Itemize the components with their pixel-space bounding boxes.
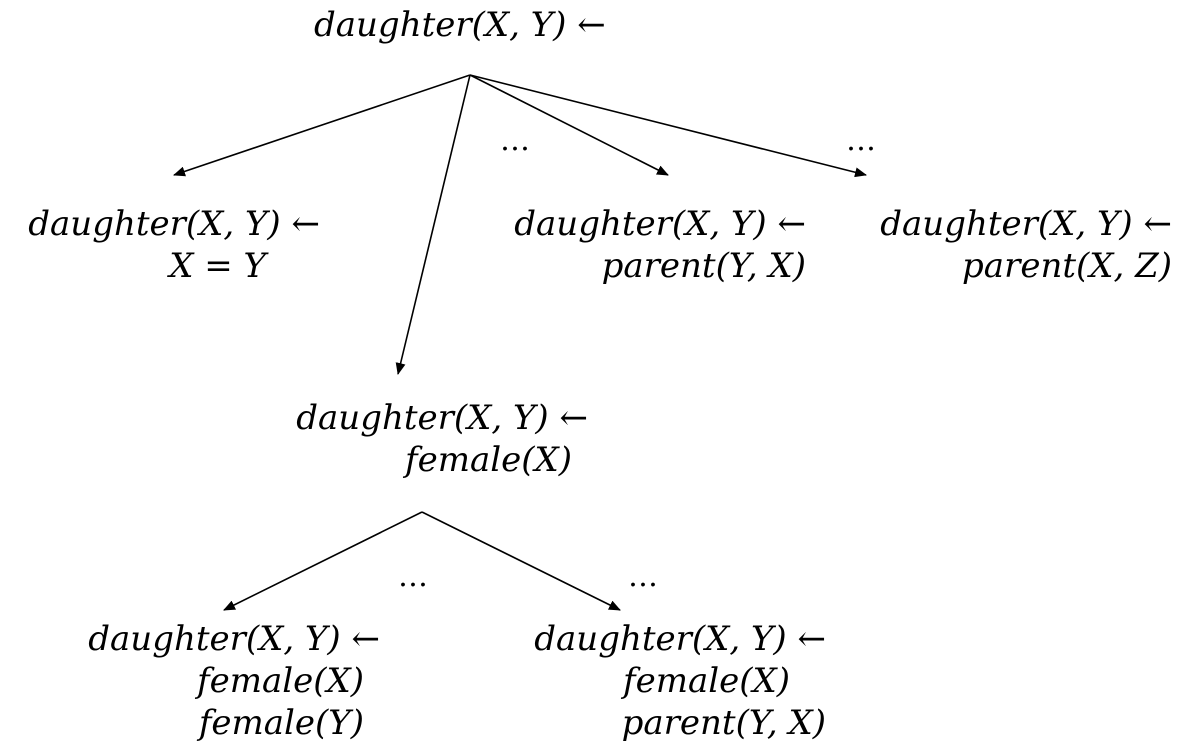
- edge-root-to-equal: [173, 74, 471, 177]
- clause-head: daughter(X, Y) ←: [534, 619, 826, 659]
- clause-body-literal: parent(Y, X): [601, 246, 806, 286]
- clause-head: daughter(X, Y) ←: [880, 204, 1172, 244]
- ellipsis-mark: …: [846, 123, 882, 158]
- node-parent-xz: daughter(X, Y) ← parent(X, Z): [858, 203, 1172, 287]
- clause-body-literal: parent(Y, X): [621, 703, 826, 743]
- edge-root-to-parent-yx: [469, 74, 669, 176]
- ellipsis-mark: …: [500, 123, 536, 158]
- ellipsis-mark: …: [628, 559, 664, 594]
- edge-female-to-female-female: [223, 511, 423, 611]
- node-female-parent: daughter(X, Y) ← female(X) parent(Y, X): [512, 618, 826, 744]
- clause-head: daughter(X, Y) ←: [514, 204, 806, 244]
- clause-body-literal: female(X): [197, 661, 364, 701]
- node-parent-yx: daughter(X, Y) ← parent(Y, X): [492, 203, 806, 287]
- clause-body-literal: X = Y: [169, 246, 266, 286]
- edge-root-to-parent-xz: [469, 74, 867, 178]
- clause-head: daughter(X, Y) ←: [314, 5, 606, 45]
- ellipsis-mark: …: [398, 559, 434, 594]
- node-female-female: daughter(X, Y) ← female(X) female(Y): [66, 618, 380, 744]
- clause-head: daughter(X, Y) ←: [28, 204, 320, 244]
- clause-head: daughter(X, Y) ←: [88, 619, 380, 659]
- node-equal: daughter(X, Y) ← X = Y: [8, 203, 320, 287]
- clause-body-literal: parent(X, Z): [962, 246, 1172, 286]
- clause-body-literal: female(X): [405, 440, 572, 480]
- clause-head: daughter(X, Y) ←: [296, 398, 588, 438]
- edge-root-to-female: [395, 74, 471, 375]
- clause-body-literal: female(X): [623, 661, 790, 701]
- edge-female-to-female-parent: [421, 511, 621, 611]
- node-root: daughter(X, Y) ←: [314, 4, 606, 46]
- clause-body-literal: female(Y): [198, 703, 364, 743]
- node-female: daughter(X, Y) ← female(X): [274, 397, 588, 481]
